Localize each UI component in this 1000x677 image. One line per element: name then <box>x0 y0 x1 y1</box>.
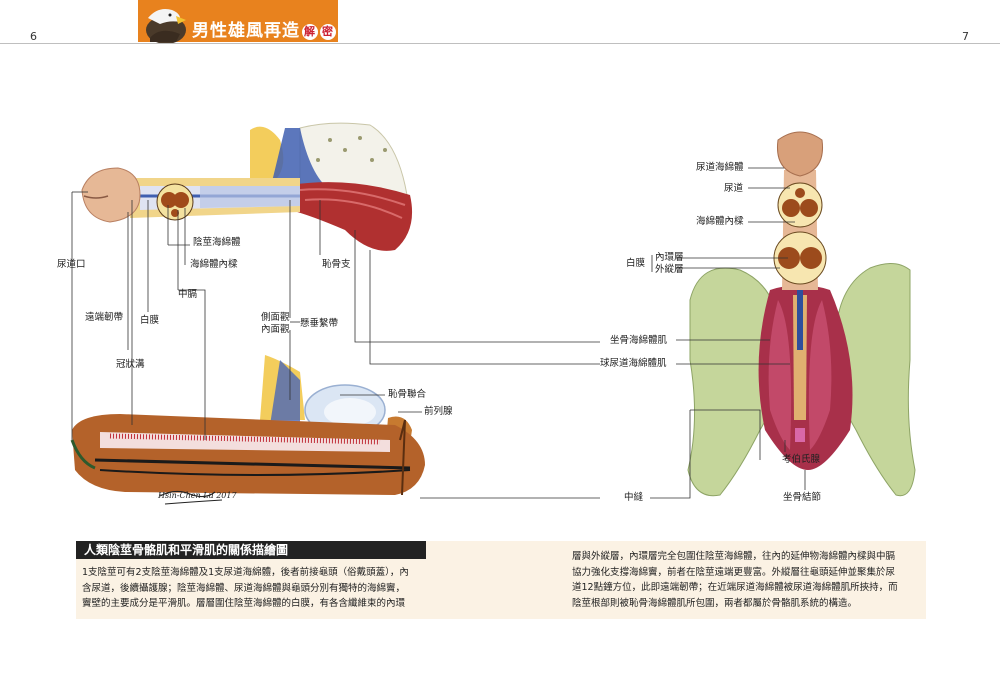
label-pubic-symphysis: 恥骨聯合 <box>388 389 427 400</box>
caption-right-line: 陰莖根部則被恥骨海綿體肌所包圍，兩者都屬於骨骼肌系統的構造。 <box>572 597 858 609</box>
caption-right-line: 協力強化支撐海綿竇，前者在陰莖遠端更豐富。外縱層往龜頭延伸並聚集於尿 <box>572 566 896 578</box>
caption-right-column: 層與外縱層，內環層完全包圍住陰莖海綿體，往內的延伸物海綿體內樑與中膈 協力強化支… <box>572 549 920 611</box>
label-urethral-opening: 尿道口 <box>57 259 86 270</box>
penis-lateral-illustration <box>81 122 413 251</box>
caption-left-line: 含尿道，後續攝護腺；陰莖海綿體、尿道海綿體與龜頭分別有獨特的海綿竇， <box>82 582 406 594</box>
label-tunica: 白膜 <box>140 315 160 326</box>
label-suspensory-ligament: 懸垂繫帶 <box>300 318 339 329</box>
label-urethra: 尿道 <box>724 183 744 194</box>
title-seal-2: 密 <box>320 24 336 40</box>
caption-right-line: 層與外縱層，內環層完全包圍住陰莖海綿體，往內的延伸物海綿體內樑與中膈 <box>572 551 896 562</box>
page-number-right: 7 <box>962 30 969 43</box>
signature-icon <box>159 490 223 505</box>
chapter-title: 男性雄風再造解密 <box>192 16 336 41</box>
label-coronal-sulcus: 冠狀溝 <box>116 359 145 370</box>
label-inner-layer: 內環層 <box>655 252 684 263</box>
label-medial-view: 內面觀 <box>261 324 290 335</box>
leader-lines <box>71 167 806 499</box>
label-spongiosum: 尿道海綿體 <box>696 162 744 173</box>
caption-left-column: 1支陰莖可有2支陰莖海綿體及1支尿道海綿體，後者前接龜頭（俗戴頭蓋），內 含尿道… <box>82 565 427 612</box>
label-median-raphe: 中縫 <box>624 492 644 503</box>
chapter-title-text: 男性雄風再造 <box>192 21 300 41</box>
label-rectum: 中膈 <box>178 289 198 300</box>
label-cowper-gland: 考伯氏腺 <box>782 454 821 465</box>
label-bulbospongiosus: 球尿道海綿體肌 <box>600 358 667 369</box>
label-right-tunica: 白膜 <box>626 258 646 269</box>
page-number-left: 6 <box>30 30 37 43</box>
label-ischiocavernosus: 坐骨海綿體肌 <box>610 335 668 346</box>
caption-right-line: 道12點鐘方位，此即遠端韌帶；在近端尿道海綿體被尿道海綿體肌所挾持，而 <box>572 582 898 593</box>
title-seal-1: 解 <box>302 24 318 40</box>
label-right-septum: 海綿體內樑 <box>696 216 744 227</box>
label-outer-layer: 外縱層 <box>655 264 684 275</box>
header-rule <box>0 43 1000 44</box>
label-corpus-cavernosum: 陰莖海綿體 <box>193 237 241 248</box>
signature-text: Hsin-Chen Lu 2017 <box>158 491 237 500</box>
penis-longitudinal-illustration <box>70 355 425 496</box>
label-septum: 海綿體內樑 <box>190 259 238 270</box>
caption-left-line: 竇壁的主要成分是平滑肌。層層圍住陰莖海綿體的白膜，有各含纖維束的內環 <box>82 598 406 609</box>
label-pubic-bone: 恥骨支 <box>322 259 351 270</box>
caption-title: 人類陰莖骨骼肌和平滑肌的關係描繪圖 <box>76 541 426 559</box>
label-distal-ligament: 遠端韌帶 <box>85 312 124 323</box>
caption-left-line: 1支陰莖可有2支陰莖海綿體及1支尿道海綿體，後者前接龜頭（俗戴頭蓋），內 <box>82 567 409 578</box>
pelvis-frontal-illustration <box>687 131 916 497</box>
label-lateral-view: 側面觀 <box>261 312 290 323</box>
label-prostate: 前列腺 <box>424 406 453 417</box>
label-ischial-tuberosity: 坐骨結節 <box>783 492 822 503</box>
